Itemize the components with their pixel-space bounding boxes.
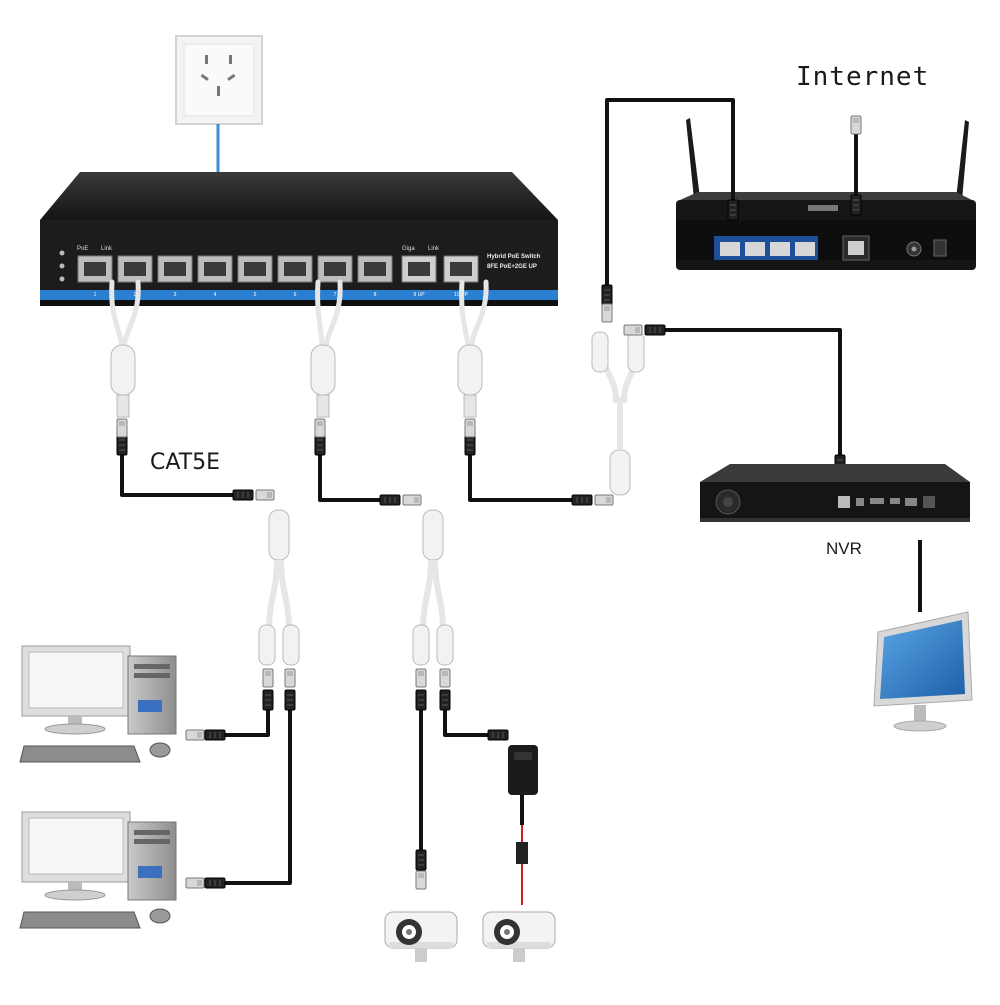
- switch-port-number: 2: [134, 292, 137, 298]
- ip-camera-icon: [384, 911, 556, 962]
- switch-port-socket: [284, 262, 306, 276]
- switch-model-line1: Hybrid PoE Switch: [487, 254, 541, 260]
- switch-port-socket: [204, 262, 226, 276]
- switch-port-socket: [164, 262, 186, 276]
- switch-port-socket: [408, 262, 430, 276]
- switch-port-socket: [450, 262, 472, 276]
- switch-port-socket: [244, 262, 266, 276]
- switch-port-number: 7: [334, 292, 337, 298]
- switch-port-number: 9 UP: [413, 292, 425, 298]
- switch-port-number: 5: [254, 292, 257, 298]
- dc-adapter-icon: [508, 745, 538, 864]
- switch-port-number: 1: [94, 292, 97, 298]
- poe-switch-icon: [40, 172, 558, 306]
- cat5e-label: CAT5E: [150, 450, 221, 475]
- internet-label: Internet: [796, 62, 930, 92]
- router-icon: [676, 118, 976, 270]
- switch-port-socket: [84, 262, 106, 276]
- switch-port-number: 4: [214, 292, 217, 298]
- poe-splitter-icon: [110, 331, 645, 496]
- monitor-icon: [873, 611, 973, 732]
- wall-socket-icon: [175, 35, 263, 125]
- switch-port-socket: [324, 262, 346, 276]
- nvr-label: NVR: [826, 539, 862, 558]
- switch-poe-label: PoE: [77, 246, 88, 252]
- nvr-icon: [700, 464, 970, 522]
- desktop-computer-icon: [19, 645, 177, 929]
- poe-splitter-icon: [258, 509, 454, 666]
- switch-port-number: 8: [374, 292, 377, 298]
- switch-model-line2: 8FE PoE+2GE UP: [487, 264, 537, 270]
- switch-port-socket: [124, 262, 146, 276]
- switch-ports: [77, 255, 479, 283]
- switch-port-socket: [364, 262, 386, 276]
- switch-link2-label: Link: [428, 246, 440, 252]
- switch-port-number: 3: [174, 292, 177, 298]
- switch-giga-label: Giga: [402, 246, 415, 252]
- switch-port-number: 6: [294, 292, 297, 298]
- switch-link-label: Link: [101, 246, 113, 252]
